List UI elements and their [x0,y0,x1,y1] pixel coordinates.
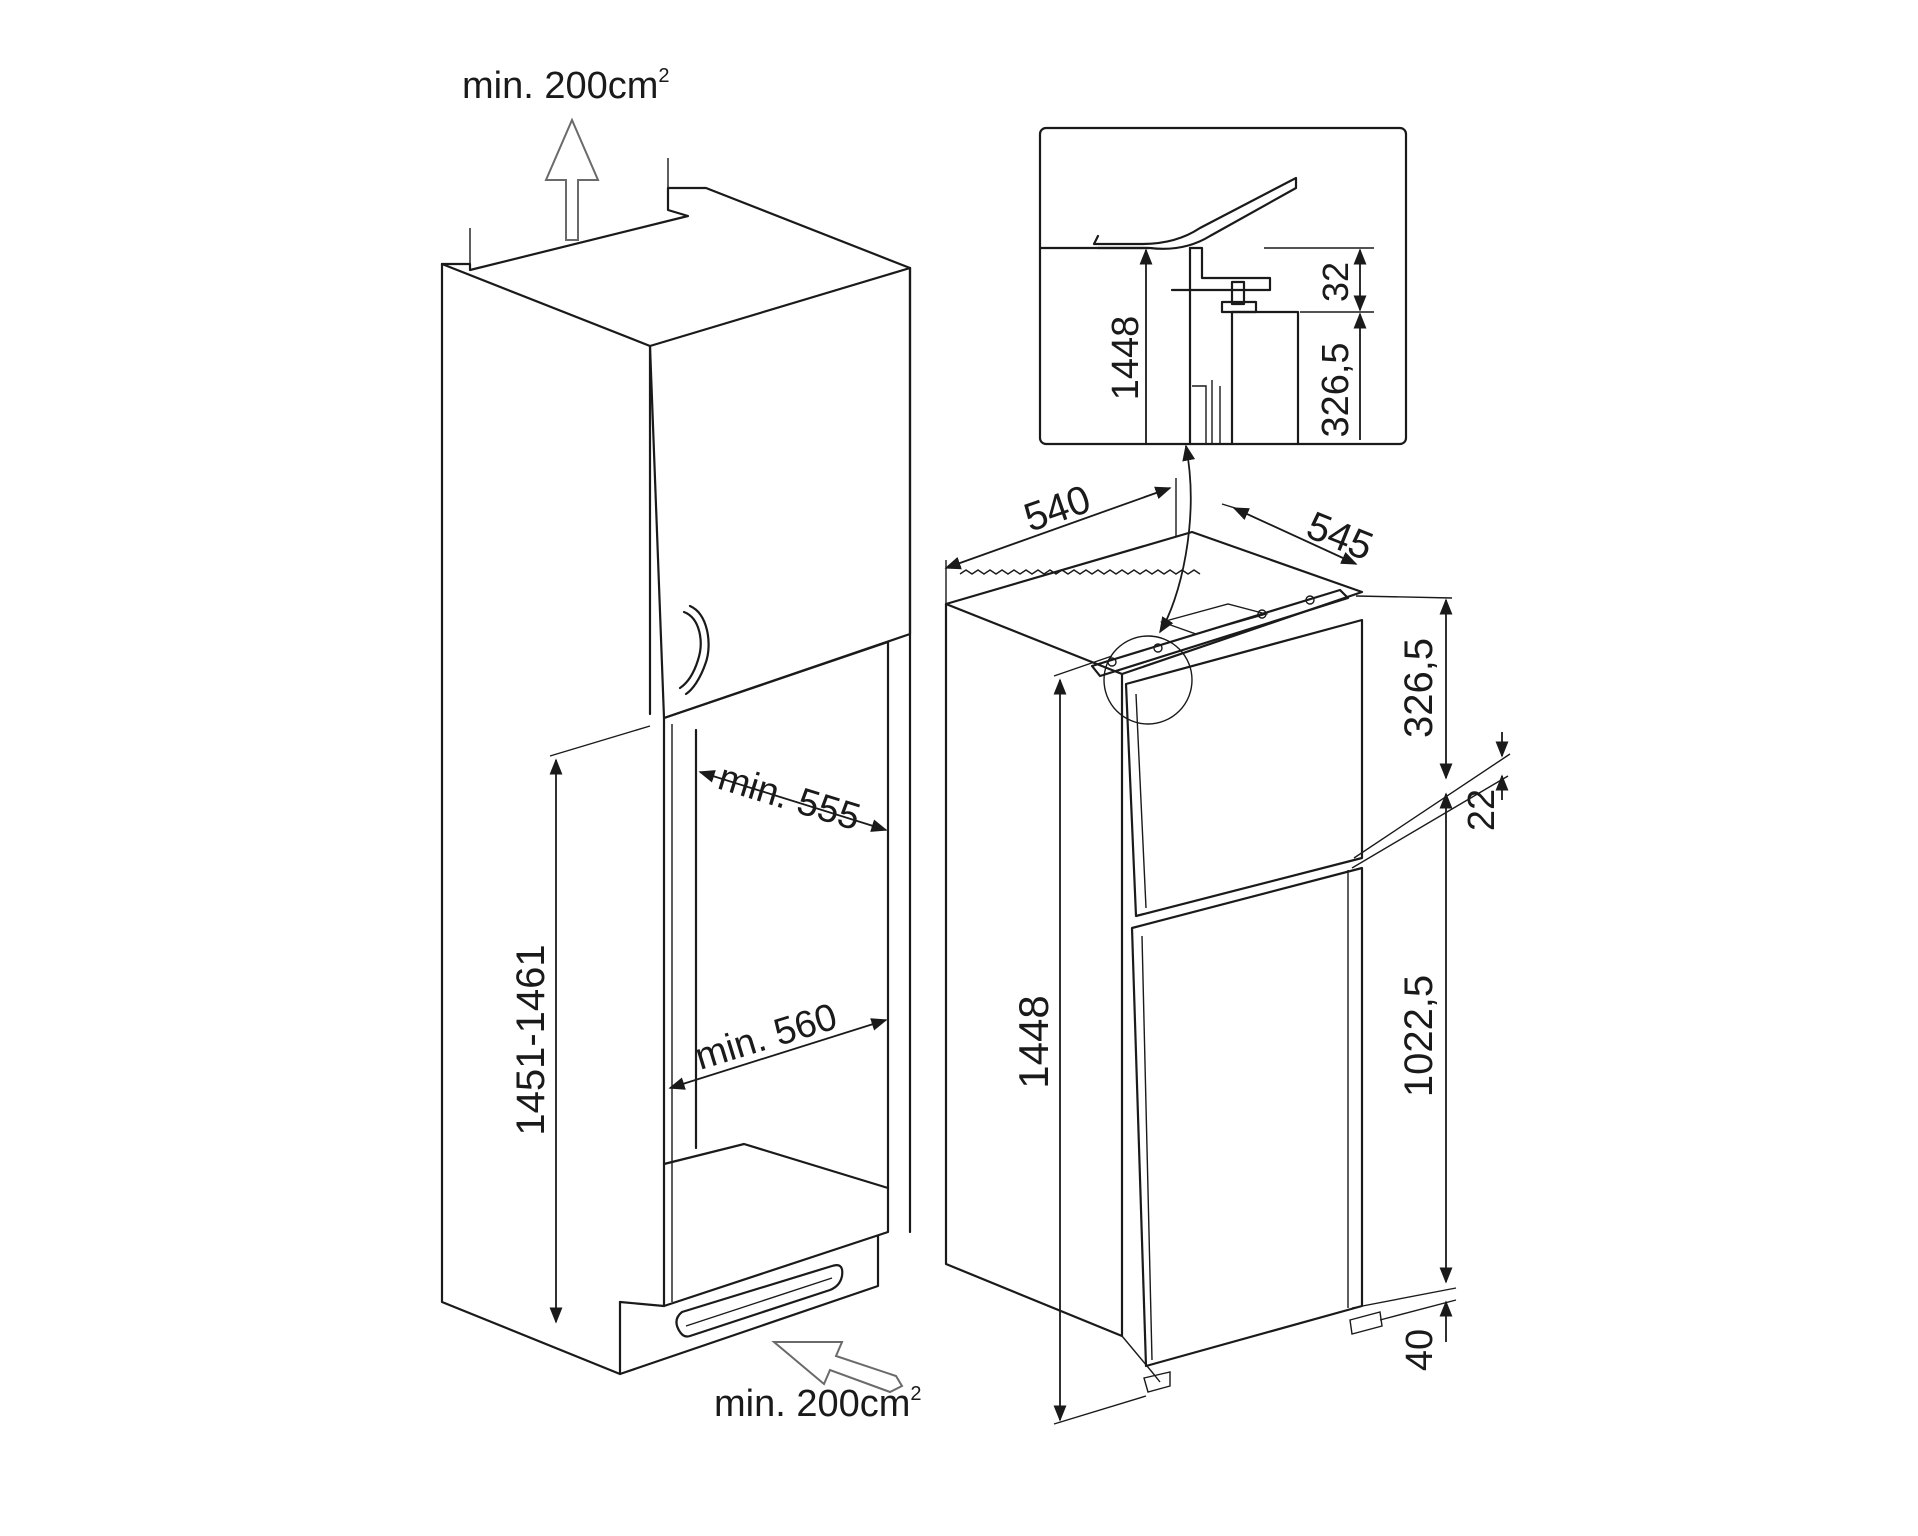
detail-top-offset-label: 32 [1315,262,1356,302]
detail-height-label: 1448 [1105,316,1147,401]
upper-door-label: 326,5 [1397,638,1441,738]
bottom-vent-arrow [771,1341,904,1394]
niche-depth-label: min. 555 [713,756,865,839]
top-vent-label-text: min. 200cm [462,65,658,107]
top-vent-label: min. 200cm2 [462,65,670,107]
hinge-detail [1038,126,1408,446]
bottom-vent-label-text: min. 200cm [714,1383,910,1425]
appliance-drawing [944,444,1511,1425]
top-vent-arrow [544,117,600,241]
appliance-depth-label: 545 [1301,504,1379,570]
appliance-height-label: 1448 [1010,995,1057,1088]
lower-door-label: 1022,5 [1397,975,1441,1097]
niche-height-label: 1451-1461 [509,944,553,1135]
appliance-width-label: 540 [1019,477,1096,540]
detail-door-label: 326,5 [1315,342,1357,437]
top-vent-label-sup: 2 [658,65,669,87]
bottom-vent-label: min. 200cm2 [714,1383,922,1425]
bottom-offset-label: 40 [1399,1329,1441,1371]
bottom-vent-label-sup: 2 [910,1383,921,1405]
gap-label: 22 [1461,789,1503,831]
cabinet-drawing [440,117,912,1394]
niche-width-label: min. 560 [690,996,842,1079]
